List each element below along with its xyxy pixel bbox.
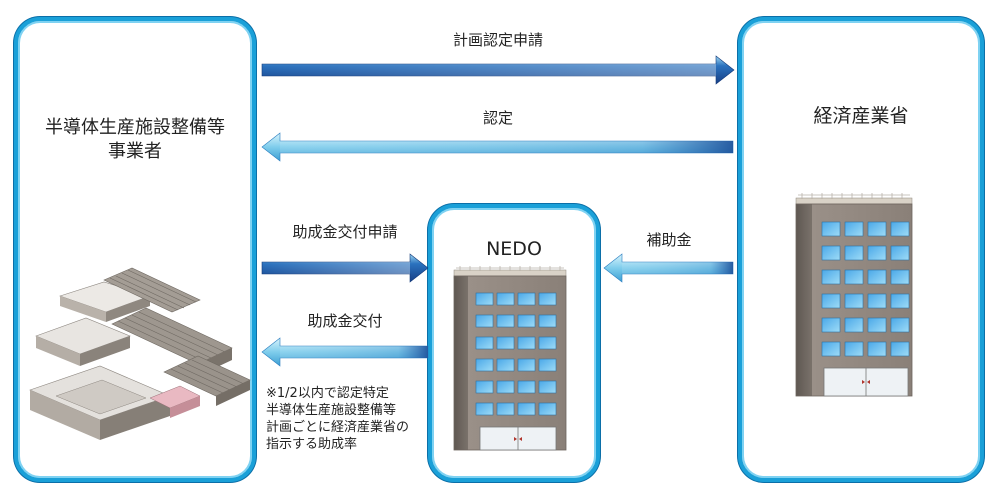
flow-certification-label: 認定 [482,109,513,127]
arrow-grant-disbursement [261,337,429,367]
nedo-label: NEDO [486,238,542,260]
arrow-plan-application [261,55,735,85]
note-line1: ※1/2以内で認定特定 [266,386,389,401]
meti-label: 経済産業省 [813,105,909,127]
nedo-building-icon [453,266,567,451]
note-line3: 計画ごとに経済産業省の [266,420,410,435]
operator-label: 半導体生産施設整備等 事業者 [14,116,256,164]
flow-plan-application-label: 計画認定申請 [452,31,543,49]
meti-building-icon [795,193,913,397]
flow-grant-application-label: 助成金交付申請 [292,223,398,241]
arrow-grant-application [261,253,429,283]
subsidy-rate-note: ※1/2以内で認定特定 半導体生産施設整備等 計画ごとに経済産業省の 指示する助… [266,385,428,453]
flow-grant-disbursement-label: 助成金交付 [307,312,383,330]
operator-name-line1: 半導体生産施設整備等 [45,117,225,138]
operator-name-line2: 事業者 [108,141,162,162]
flow-subsidy-label: 補助金 [646,231,692,249]
note-line2: 半導体生産施設整備等 [266,403,397,418]
arrow-subsidy [603,253,734,283]
note-line4: 指示する助成率 [266,437,358,452]
factory-icon [29,267,251,440]
arrow-certification [261,132,734,162]
